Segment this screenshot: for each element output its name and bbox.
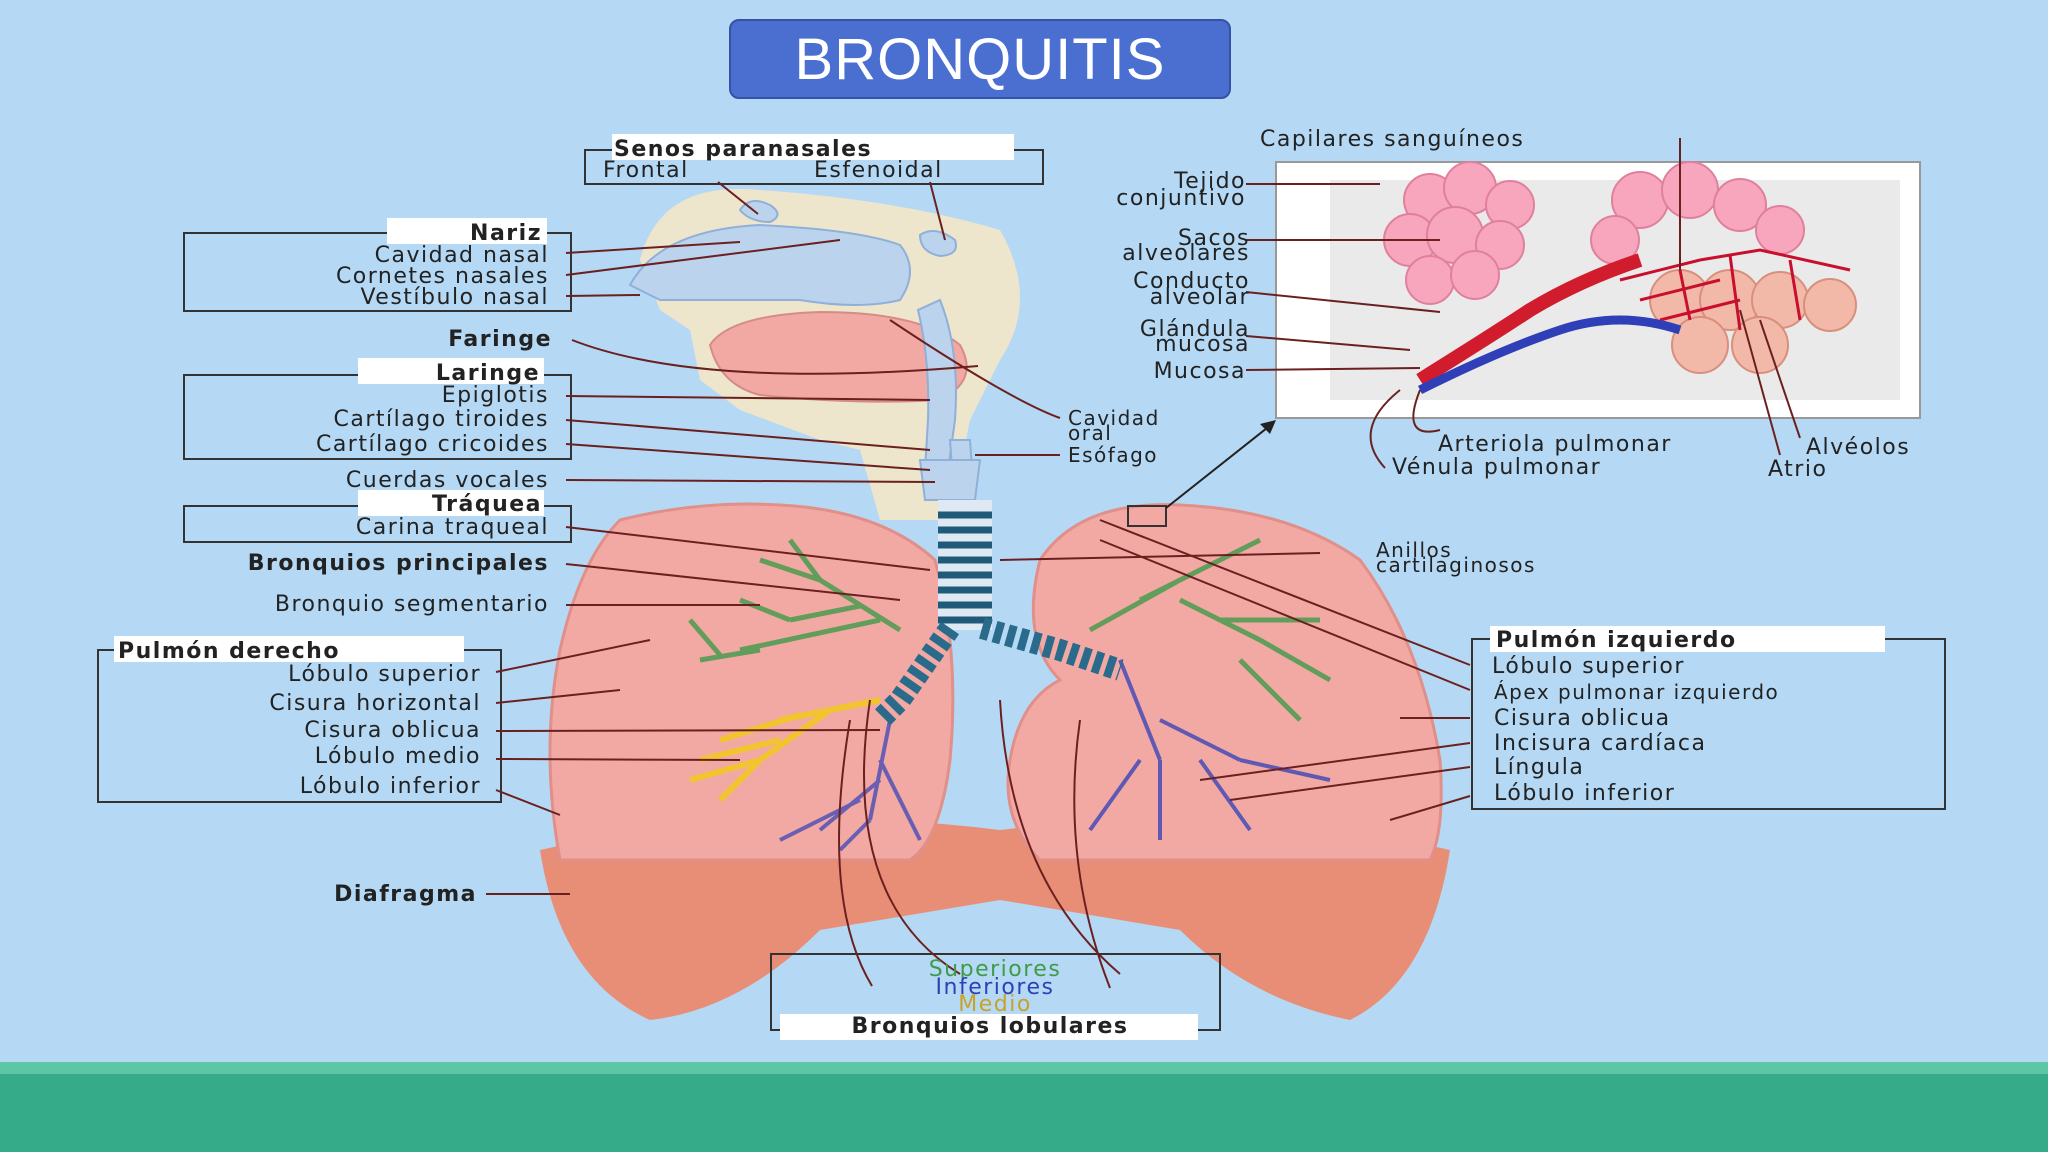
label-cuerdas-vocales: Cuerdas vocales bbox=[346, 468, 549, 493]
label-esfenoidal: Esfenoidal bbox=[814, 158, 943, 183]
title-box: BRONQUITIS bbox=[729, 19, 1231, 99]
label-lobulo-superior-izquierdo: Lóbulo superior bbox=[1492, 654, 1685, 679]
label-superiores: Superiores bbox=[929, 957, 1062, 982]
label-alveolares: alveolares bbox=[1122, 241, 1250, 266]
label-cisura-oblicua-derecha: Cisura oblicua bbox=[304, 718, 481, 743]
label-bronquio-segmentario: Bronquio segmentario bbox=[275, 592, 549, 617]
footer-strip bbox=[0, 1062, 2048, 1074]
label-apex-pulmonar: Ápex pulmonar izquierdo bbox=[1494, 680, 1779, 704]
label-epiglotis: Epiglotis bbox=[442, 383, 549, 408]
slide-title: BRONQUITIS bbox=[794, 26, 1166, 92]
zoom-arrow-line bbox=[1165, 423, 1273, 509]
label-esofago: Esófago bbox=[1068, 443, 1158, 467]
label-nariz: Nariz bbox=[470, 221, 542, 246]
label-incisura-cardiaca: Incisura cardíaca bbox=[1494, 731, 1706, 756]
trachea-rings bbox=[938, 511, 992, 624]
bg-nariz bbox=[387, 218, 547, 244]
label-vestibulo-nasal: Vestíbulo nasal bbox=[360, 285, 549, 310]
labels-right: Capilares sanguíneos Tejido conjuntivo S… bbox=[1068, 127, 1910, 806]
label-lingula: Língula bbox=[1494, 755, 1584, 780]
box-nariz bbox=[183, 232, 572, 312]
label-anillos: Anillos bbox=[1376, 538, 1452, 562]
label-mucosa: Mucosa bbox=[1154, 359, 1246, 384]
lungs-illustration bbox=[540, 459, 1450, 1020]
label-bronquios-lobulares: Bronquios lobulares bbox=[851, 1014, 1128, 1039]
label-oral: oral bbox=[1068, 421, 1112, 445]
label-cavidad: Cavidad bbox=[1068, 406, 1160, 430]
label-alveolos: Alvéolos bbox=[1806, 435, 1910, 460]
pulmonary-venule bbox=[1417, 315, 1682, 395]
label-capilares-sanguineos: Capilares sanguíneos bbox=[1260, 127, 1524, 152]
label-cartilago-cricoides: Cartílago cricoides bbox=[316, 432, 549, 457]
sphenoid-sinus bbox=[918, 230, 957, 258]
label-lobulo-inferior-derecho: Lóbulo inferior bbox=[300, 774, 481, 799]
label-carina-traqueal: Carina traqueal bbox=[356, 515, 549, 540]
label-conjuntivo: conjuntivo bbox=[1116, 186, 1246, 211]
label-senos-paranasales: Senos paranasales bbox=[614, 137, 872, 162]
label-cartilago-tiroides: Cartílago tiroides bbox=[334, 407, 549, 432]
right-lung-middle-bronchi bbox=[689, 697, 881, 803]
label-tejido: Tejido bbox=[1173, 169, 1246, 194]
label-frontal: Frontal bbox=[603, 158, 689, 183]
left-main-bronchus bbox=[979, 617, 1124, 681]
trachea-tube bbox=[938, 500, 992, 630]
pulmonary-arteriole bbox=[1416, 253, 1643, 386]
right-lung-inferior-bronchi bbox=[779, 719, 922, 852]
labels-bottom: Superiores Inferiores Medio Bronquios lo… bbox=[851, 957, 1128, 1039]
bg-laringe bbox=[358, 358, 544, 384]
label-cavidad-nasal: Cavidad nasal bbox=[375, 243, 549, 268]
label-lobulo-inferior-izquierdo: Lóbulo inferior bbox=[1494, 781, 1675, 806]
zoom-marker bbox=[1127, 505, 1167, 527]
label-alveolar: alveolar bbox=[1150, 285, 1250, 310]
label-mucosa-glandula: mucosa bbox=[1155, 332, 1250, 357]
capillaries bbox=[1619, 248, 1851, 331]
larynx bbox=[918, 459, 982, 501]
bg-pulmon-derecho bbox=[114, 636, 464, 662]
label-cisura-horizontal: Cisura horizontal bbox=[269, 691, 481, 716]
bg-pulmon-izquierdo bbox=[1490, 626, 1885, 652]
left-lung bbox=[1006, 503, 1443, 862]
label-sacos: Sacos bbox=[1178, 226, 1250, 251]
left-lung-inferior-bronchi bbox=[1088, 659, 1331, 840]
trachea bbox=[938, 500, 992, 630]
label-bronquios-principales: Bronquios principales bbox=[248, 551, 549, 576]
label-cisura-oblicua-izquierda: Cisura oblicua bbox=[1494, 706, 1671, 731]
diaphragm bbox=[540, 818, 1450, 1020]
label-medio: Medio bbox=[958, 992, 1032, 1017]
label-faringe: Faringe bbox=[448, 327, 552, 352]
left-lung-superior-bronchi bbox=[1088, 537, 1332, 722]
bg-traquea bbox=[358, 490, 544, 516]
footer-bar bbox=[0, 1074, 2048, 1152]
label-lobulo-medio: Lóbulo medio bbox=[315, 744, 481, 769]
label-laringe: Laringe bbox=[436, 361, 540, 386]
label-cartilaginosos: cartilaginosos bbox=[1376, 553, 1536, 577]
right-lung bbox=[548, 502, 955, 862]
labels-left: Senos paranasales Frontal Esfenoidal Nar… bbox=[118, 137, 943, 907]
bg-lobulares bbox=[780, 1014, 1198, 1040]
label-arteriola-pulmonar: Arteriola pulmonar bbox=[1438, 432, 1672, 457]
right-main-bronchus bbox=[872, 621, 960, 728]
alveoli-inset bbox=[1275, 161, 1921, 419]
label-atrio: Atrio bbox=[1768, 457, 1827, 482]
label-conducto: Conducto bbox=[1133, 269, 1250, 294]
label-diafragma: Diafragma bbox=[334, 882, 477, 907]
label-venula-pulmonar: Vénula pulmonar bbox=[1392, 455, 1601, 480]
right-lung-superior-bronchi bbox=[688, 538, 902, 663]
label-pulmon-derecho: Pulmón derecho bbox=[118, 639, 340, 664]
label-inferiores: Inferiores bbox=[936, 975, 1055, 1000]
label-lobulo-superior-derecho: Lóbulo superior bbox=[288, 662, 481, 687]
label-pulmon-izquierdo: Pulmón izquierdo bbox=[1496, 628, 1737, 653]
label-header-bgs bbox=[114, 134, 1885, 1040]
label-traquea: Tráquea bbox=[432, 492, 542, 517]
label-cornetes-nasales: Cornetes nasales bbox=[336, 264, 549, 289]
leader-lines bbox=[486, 138, 1801, 989]
label-glandula: Glándula bbox=[1140, 317, 1250, 342]
bg-senos bbox=[612, 134, 1014, 160]
zoom-arrow-head bbox=[1260, 420, 1276, 434]
